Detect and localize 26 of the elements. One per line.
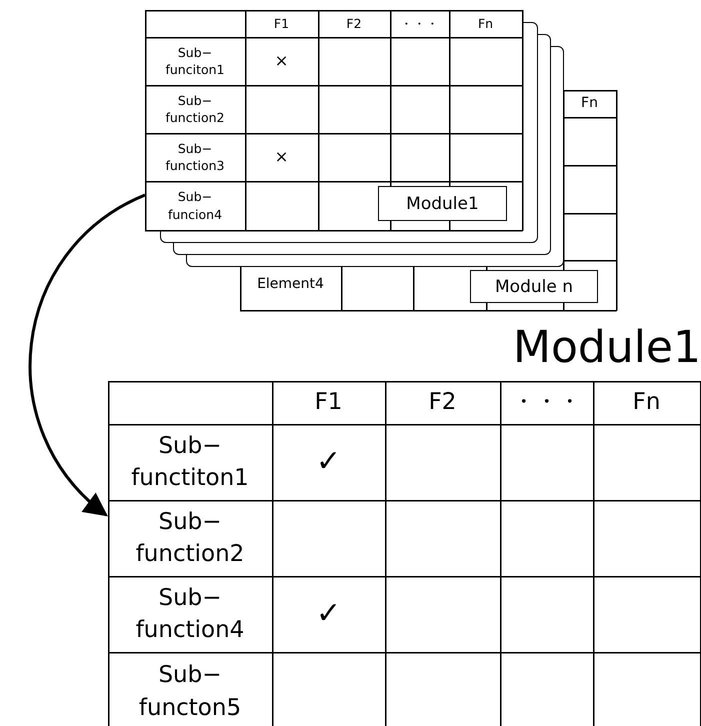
row-header: Element4	[257, 275, 324, 294]
column-header: ・・・	[400, 14, 439, 32]
row-header: Sub− function4	[136, 584, 244, 645]
cross-mark: ×	[274, 50, 288, 72]
column-header: F1	[314, 388, 342, 418]
row-header: Sub− funciton1	[165, 44, 224, 78]
cross-mark: ×	[274, 146, 288, 168]
row-header: Sub− function2	[165, 92, 224, 126]
row-header: Sub− function2	[136, 508, 244, 569]
row-header: Sub− functiton1	[131, 432, 249, 493]
column-header: F2	[428, 388, 456, 418]
module-label: Module1	[378, 186, 507, 221]
curved-arrow	[28, 194, 146, 517]
module-label: Module n	[470, 270, 598, 303]
column-header: Fn	[632, 388, 660, 418]
column-header: F2	[346, 14, 362, 32]
row-header: Sub− functon5	[138, 661, 242, 722]
check-mark: ✓	[316, 443, 342, 482]
column-header: ・・・	[512, 388, 581, 418]
row-header: Sub− function3	[165, 140, 224, 174]
row-header: Sub− funcion4	[168, 188, 222, 223]
table-title: Module1	[513, 322, 701, 375]
column-header: F1	[274, 14, 290, 32]
check-mark: ✓	[316, 595, 342, 634]
column-header: Fn	[581, 94, 598, 113]
column-header: Fn	[478, 14, 494, 32]
